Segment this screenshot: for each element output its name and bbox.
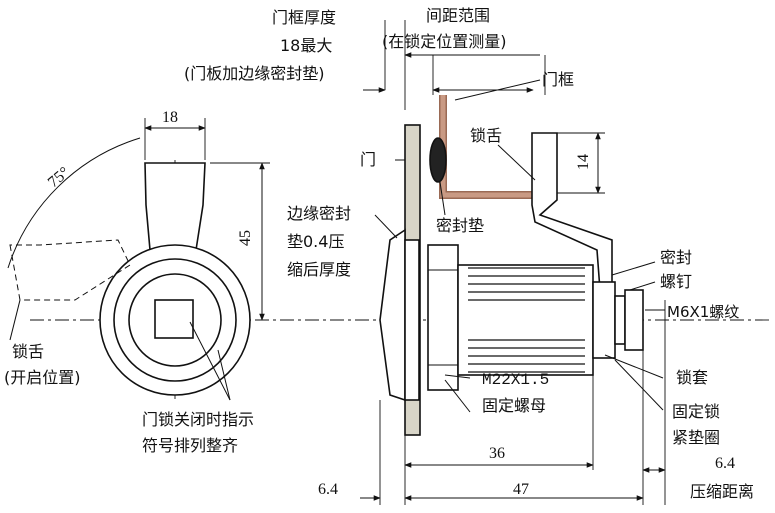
angle-arc <box>7 137 141 269</box>
dim-47: 47 <box>513 481 529 498</box>
label-frame-thickness: 门框厚度 <box>272 8 337 27</box>
label-washer-1: 固定锁 <box>672 402 721 421</box>
label-door-frame: 门框 <box>542 70 575 89</box>
front-view <box>7 118 770 401</box>
label-seal-screw-1: 密封 <box>660 248 693 267</box>
dim-14: 14 <box>575 154 592 170</box>
side-view <box>360 20 666 505</box>
inner-ring <box>128 273 222 367</box>
label-compress-dist: 压缩距离 <box>690 482 755 501</box>
dim-36: 36 <box>489 445 505 462</box>
square-drive <box>154 299 194 339</box>
label-door: 门 <box>360 150 377 169</box>
seal-screw <box>624 289 644 351</box>
label-seal-pad: 密封垫 <box>436 216 485 235</box>
label-edge-seal-3: 缩后厚度 <box>287 260 352 279</box>
nut <box>427 244 459 391</box>
dim-18: 18 <box>162 109 178 126</box>
label-lock-sleeve: 锁套 <box>676 368 709 387</box>
label-tongue-open-2: (开启位置) <box>4 368 81 387</box>
label-washer-2: 紧垫圈 <box>672 428 721 447</box>
label-nut-spec: M22X1.5 <box>482 371 550 389</box>
middle-ring <box>113 258 237 382</box>
lock-sleeve <box>592 281 616 359</box>
dim-6-4-right: 6.4 <box>715 455 735 472</box>
label-spacing-range: 间距范围 <box>426 6 491 25</box>
label-spacing-note: (在锁定位置测量) <box>382 32 507 51</box>
seal-pad <box>429 137 447 183</box>
label-tongue-open-1: 锁舌 <box>12 342 45 361</box>
label-edge-seal-1: 边缘密封 <box>287 204 352 223</box>
label-tongue-top: 锁舌 <box>470 126 503 145</box>
label-seal-screw-2: 螺钉 <box>660 272 693 291</box>
label-indicator-2: 符号排列整齐 <box>142 436 239 455</box>
outer-ring <box>99 244 251 396</box>
washer <box>404 239 420 401</box>
edge-seal <box>379 228 406 402</box>
label-edge-seal-2: 垫0.4压 <box>287 232 345 251</box>
label-nut-name: 固定螺母 <box>482 396 547 415</box>
tongue-closed <box>144 162 206 251</box>
threaded-body <box>457 264 594 376</box>
label-indicator-1: 门锁关闭时指示 <box>142 410 255 429</box>
label-thread-m6: M6X1螺纹 <box>667 303 740 321</box>
dim-6-4-left: 6.4 <box>318 481 338 498</box>
label-frame-note: (门板加边缘密封垫) <box>184 64 325 83</box>
dim-45: 45 <box>237 230 254 246</box>
label-frame-max: 18最大 <box>280 36 333 55</box>
